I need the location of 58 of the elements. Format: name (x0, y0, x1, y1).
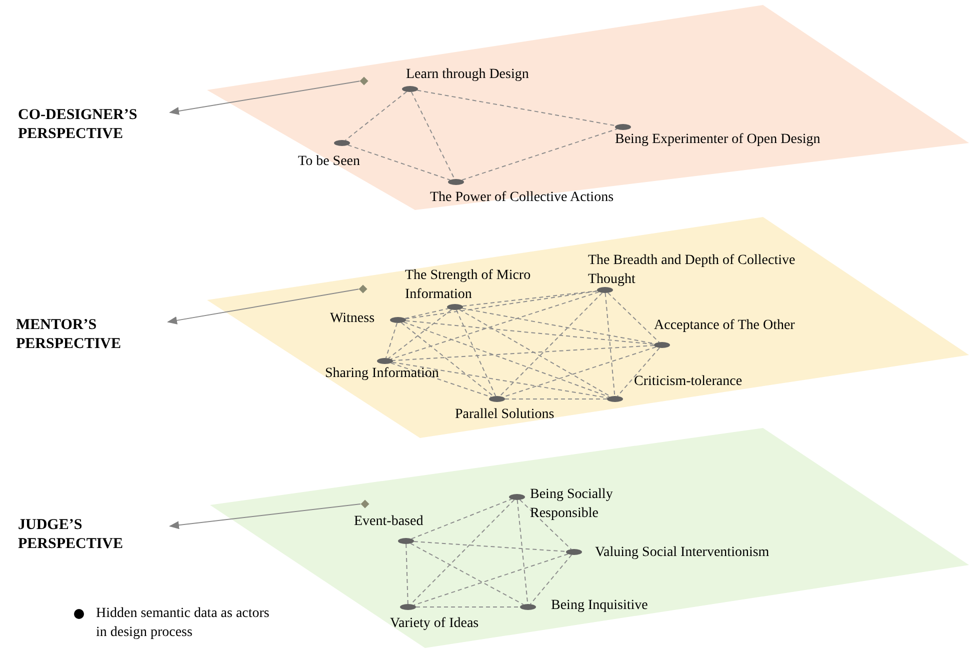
dashed-connector (388, 309, 452, 359)
concept-label: Being Inquisitive (551, 597, 649, 615)
dashed-connector (519, 499, 572, 550)
dashed-connector (499, 292, 603, 397)
perspective-title: MENTOR’S PERSPECTIVE (16, 316, 122, 354)
dashed-connector (404, 290, 598, 320)
concept-label: Acceptance of The Other (654, 317, 796, 335)
dashed-connector (530, 554, 572, 605)
dashed-connector (413, 541, 567, 552)
concept-label: Variety of Ideas (390, 615, 480, 633)
dashed-connector (390, 362, 492, 398)
dashed-connector (607, 292, 660, 343)
concept-label: The Power of Collective Actions (430, 189, 615, 207)
dashed-connector (344, 91, 408, 141)
dashed-connector (403, 322, 610, 398)
dashed-connector (392, 344, 655, 362)
arrow (169, 503, 361, 530)
arrow (169, 80, 360, 115)
dashed-connector (347, 144, 451, 180)
concept-label: Sharing Information (325, 365, 440, 383)
dashed-connector (385, 322, 398, 359)
dashed-connector (411, 498, 512, 540)
concept-label: Learn through Design (406, 66, 530, 84)
concept-label: Parallel Solutions (455, 406, 556, 424)
concept-label: Being Experimenter of Open Design (615, 131, 822, 149)
dashed-connector (416, 606, 520, 608)
dashed-connector (504, 398, 608, 400)
concept-label: Being Socially Responsible (530, 486, 614, 523)
perspective-title: CO-DESIGNER’S PERSPECTIVE (18, 106, 138, 144)
dashed-connector (410, 91, 456, 180)
dashed-connector (456, 309, 496, 397)
dashed-connector (458, 309, 612, 397)
dashed-connector (405, 320, 655, 345)
dashed-connector (516, 500, 528, 604)
dashed-connector (404, 308, 449, 319)
concept-label: Event-based (354, 513, 424, 531)
dashed-connector (414, 553, 568, 606)
dashed-connector (390, 291, 600, 360)
legend-text: Hidden semantic data as actors in design process (96, 605, 270, 642)
dashed-connector (502, 346, 656, 398)
concept-label: The Strength of Micro Information (405, 267, 532, 304)
concept-label: Witness (330, 310, 376, 328)
perspective-title: JUDGE’S PERSPECTIVE (18, 516, 124, 554)
dashed-connector (462, 128, 618, 181)
concept-label: Valuing Social Interventionism (595, 544, 770, 562)
concept-label: The Breadth and Depth of Collective Thought (588, 252, 796, 289)
dashed-connector (416, 90, 616, 126)
dashed-connector (410, 499, 515, 605)
dashed-connector (406, 544, 408, 604)
concept-label: To be Seen (298, 153, 362, 171)
dashed-connector (400, 322, 494, 397)
dashed-connector (604, 292, 616, 396)
dashed-connector (392, 362, 608, 398)
concept-label: Criticism-tolerance (634, 373, 744, 391)
dashed-connector (462, 290, 598, 307)
dashed-connector (616, 347, 660, 397)
dashed-connector (410, 542, 524, 606)
arrow (167, 288, 360, 324)
